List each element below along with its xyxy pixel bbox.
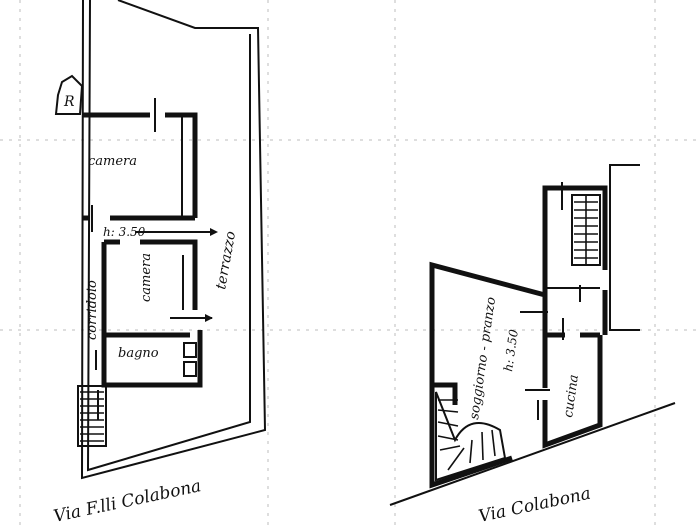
corner-symbol-letter: R bbox=[63, 94, 75, 110]
room-label-soggiorno-pranzo: soggiorno - pranzo bbox=[467, 296, 499, 421]
street-label-right: Via Colabona bbox=[477, 484, 593, 525]
room-label-bagno: bagno bbox=[118, 346, 159, 361]
street-label-left: Via F.lli Colabona bbox=[52, 476, 203, 525]
corner-north-symbol: R bbox=[54, 74, 84, 115]
wall bbox=[542, 335, 603, 449]
wall bbox=[542, 185, 608, 295]
room-label-cucina: cucina bbox=[561, 374, 582, 419]
door-arrows-right bbox=[520, 182, 581, 420]
wall bbox=[429, 385, 513, 489]
wall bbox=[140, 239, 198, 310]
right-spiral-stair bbox=[435, 391, 507, 482]
wall bbox=[429, 261, 548, 388]
right-plan-street-line bbox=[389, 402, 676, 506]
wall bbox=[101, 330, 203, 388]
room-label-terrazzo: terrazzo bbox=[213, 230, 239, 291]
height-note-left: h: 3.50 bbox=[103, 225, 146, 239]
room-label-camera-mid: camera bbox=[139, 253, 154, 302]
door-arrows bbox=[91, 98, 218, 420]
left-stair bbox=[77, 385, 107, 447]
height-note-right: h: 3.50 bbox=[501, 328, 521, 372]
bathroom-fixture bbox=[183, 361, 197, 377]
left-plan-inner-boundary bbox=[86, 0, 251, 472]
wall bbox=[165, 112, 198, 218]
right-upper-stair bbox=[571, 194, 601, 266]
right-floor-plan: soggiorno - pranzo h: 3.50 cucina Via Co… bbox=[389, 164, 676, 525]
wall bbox=[609, 164, 640, 331]
room-label-camera-top: camera bbox=[88, 154, 137, 169]
wall bbox=[432, 382, 458, 405]
left-floor-plan: R camera h: 3.50 camera bagno corridoio … bbox=[52, 0, 267, 525]
bathroom-fixture bbox=[183, 342, 197, 358]
room-label-corridoio: corridoio bbox=[85, 280, 100, 340]
